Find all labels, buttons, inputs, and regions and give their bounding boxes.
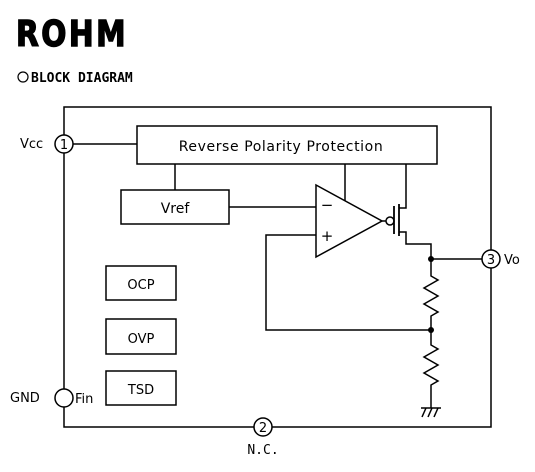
ovp-label: OVP (128, 332, 155, 347)
section-heading: BLOCK DIAGRAM (31, 71, 133, 86)
pmos-drain-wire (399, 231, 432, 259)
heading-circle-marker (17, 71, 29, 83)
feedback-resistor-upper (422, 259, 440, 330)
opamp-minus-input: − (321, 196, 334, 214)
ocp-block (105, 265, 177, 301)
pin-3-number: 3 (487, 253, 495, 268)
tsd-label: TSD (127, 383, 154, 398)
pmos-gate-bubble (385, 216, 395, 226)
rohm-logo: ROHM (16, 14, 128, 55)
pin-3-circle (481, 249, 501, 269)
ovp-block (105, 318, 177, 355)
pin-1-label: Vcc (20, 137, 43, 152)
pin-2-circle (253, 417, 273, 437)
error-amplifier (315, 183, 384, 259)
pin-2-label: N.C. (247, 443, 278, 458)
reverse-polarity-protection-label: Reverse Polarity Protection (179, 139, 384, 155)
pin-1-number: 1 (60, 138, 68, 153)
pin-2-number: 2 (259, 421, 267, 436)
pin-3-label: Vo (504, 253, 520, 268)
vref-label: Vref (161, 201, 191, 217)
fin-label: Fin (75, 392, 93, 407)
pin-1-circle (54, 134, 74, 154)
pmos-source-wire (399, 164, 407, 209)
ground-icon (421, 407, 439, 418)
feedback-resistor-lower (422, 330, 440, 408)
reverse-polarity-protection-block (136, 125, 438, 165)
feedback-wire (265, 234, 431, 331)
ocp-label: OCP (127, 278, 154, 293)
opamp-plus-input: + (321, 227, 334, 245)
gnd-label: GND (10, 391, 40, 406)
tsd-block (105, 370, 177, 406)
fin-pin-circle (54, 388, 74, 408)
